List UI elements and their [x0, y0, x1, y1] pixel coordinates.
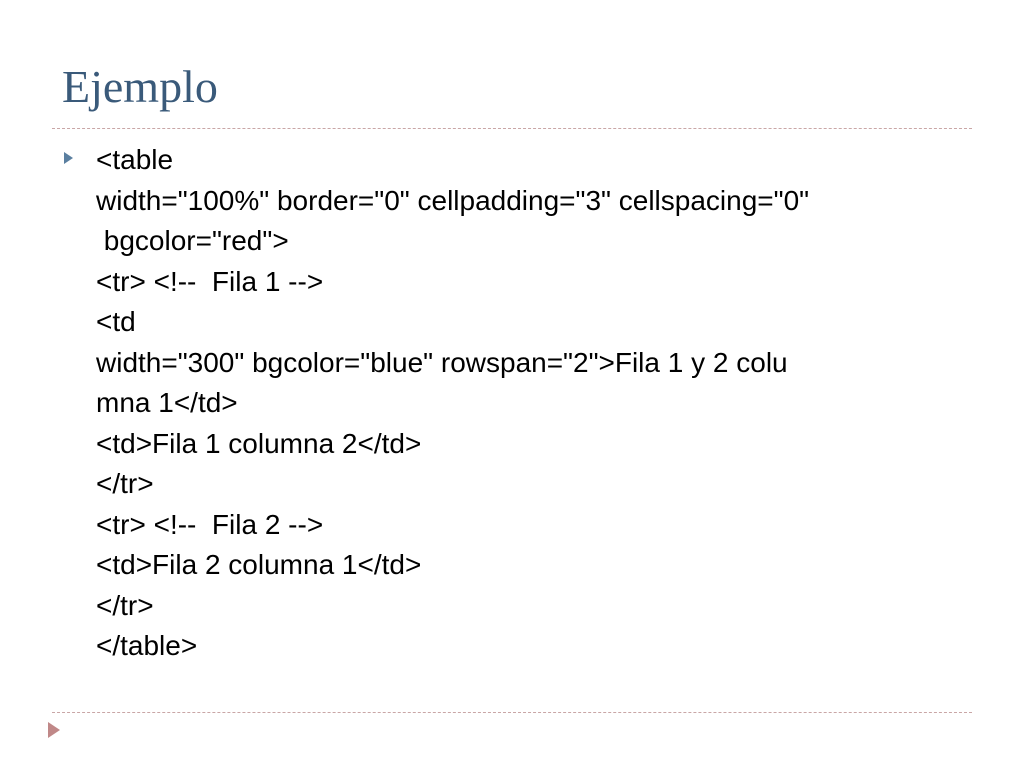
code-block: <table width="100%" border="0" cellpaddi…	[96, 140, 976, 667]
code-line: </table>	[96, 630, 198, 661]
code-line: </tr>	[96, 589, 154, 621]
code-line: <td	[96, 306, 136, 337]
code-line: <table	[96, 144, 174, 175]
code-line: width="100%" border="0" cellpadding="3" …	[96, 184, 810, 216]
code-line: width="300" bgcolor="blue" rowspan="2">F…	[96, 346, 788, 378]
code-line: </tr>	[96, 468, 154, 499]
slide-title: Ejemplo	[62, 61, 218, 112]
code-line: mna 1</td>	[96, 387, 238, 418]
code-line: bgcolor="red">	[96, 225, 289, 256]
code-line: <td>Fila 2 columna 1</td>	[96, 549, 422, 580]
triangle-bullet-icon	[64, 152, 73, 164]
code-line: <tr> <!-- Fila 2 -->	[96, 508, 324, 540]
footer-divider	[52, 712, 972, 713]
code-line: <tr> <!-- Fila 1 -->	[96, 265, 324, 297]
code-line: <td>Fila 1 columna 2</td>	[96, 427, 422, 459]
title-divider	[52, 128, 972, 129]
play-triangle-icon[interactable]	[48, 722, 60, 738]
